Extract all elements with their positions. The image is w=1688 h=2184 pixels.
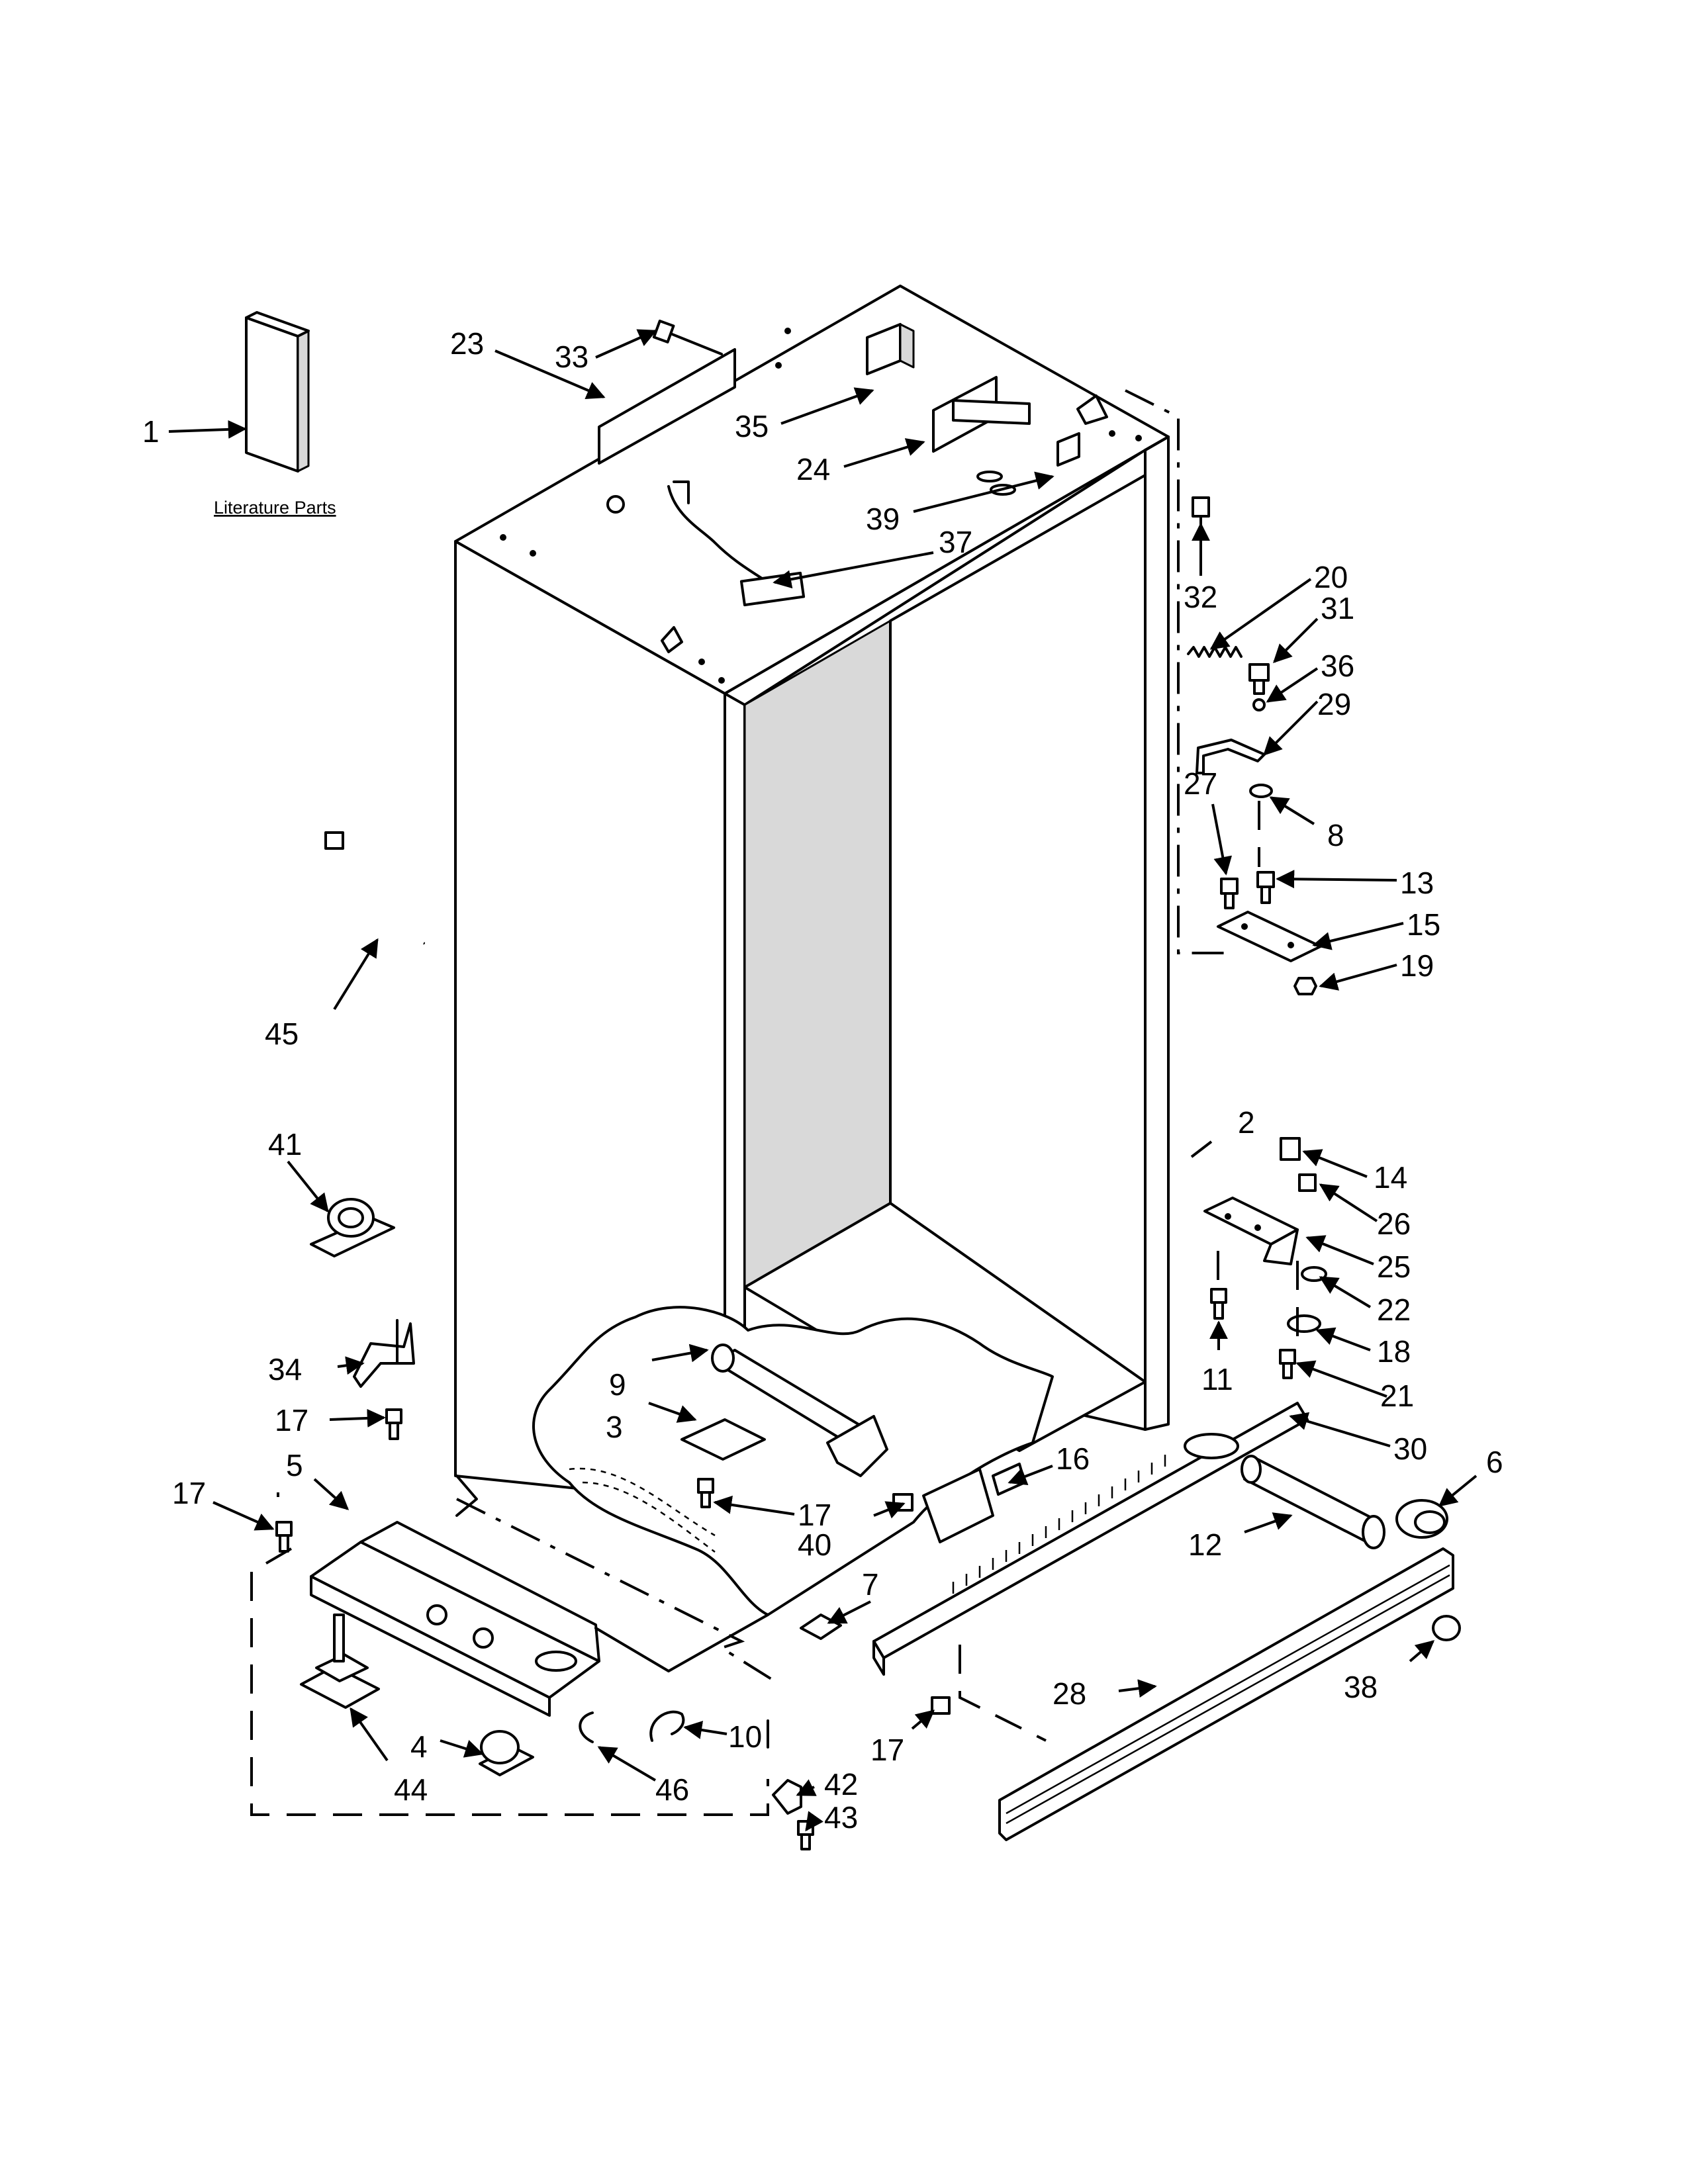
- callout-16: 16: [1056, 1441, 1090, 1476]
- spring-20: [1187, 646, 1243, 658]
- callout-11: 11: [1201, 1362, 1233, 1396]
- hinge-plate-15: [1217, 911, 1322, 962]
- callout-37: 37: [939, 525, 972, 559]
- callout-38: 38: [1344, 1670, 1378, 1704]
- callout-25: 25: [1377, 1250, 1411, 1284]
- base-grille: [998, 1547, 1454, 1841]
- bracket-42: [772, 1779, 802, 1815]
- callout-9: 9: [609, 1367, 626, 1402]
- clamp-41: [310, 1198, 395, 1257]
- callout-42: 42: [824, 1767, 858, 1801]
- pin-14: [1280, 1137, 1301, 1161]
- screw-17-center: [697, 1478, 714, 1508]
- callout-12: 12: [1188, 1527, 1222, 1562]
- callout-17a: 17: [172, 1476, 206, 1510]
- nut-8: [1249, 784, 1273, 798]
- callout-41: 41: [268, 1127, 302, 1161]
- callout-23: 23: [450, 326, 484, 361]
- bracket-34: [353, 1319, 415, 1388]
- callout-19: 19: [1400, 948, 1434, 983]
- callout-4: 4: [410, 1729, 428, 1764]
- callout-34: 34: [268, 1352, 302, 1387]
- callout-7: 7: [862, 1567, 879, 1602]
- bolt-31: [1248, 663, 1270, 695]
- screw-11: [1210, 1288, 1227, 1320]
- callout-8: 8: [1327, 818, 1344, 852]
- lower-hinge-bracket: [1203, 1197, 1299, 1265]
- filter-cap: [1395, 1499, 1448, 1539]
- callout-17c: 17: [798, 1498, 831, 1532]
- callout-2: 2: [1238, 1105, 1255, 1140]
- literature-caption: Literature Parts: [214, 498, 336, 518]
- callout-13: 13: [1400, 866, 1434, 900]
- refrigerator-cabinet: [454, 285, 1170, 1505]
- callout-29: 29: [1317, 687, 1351, 721]
- screw-13: [1256, 871, 1275, 904]
- callout-46: 46: [655, 1772, 689, 1807]
- callout-6: 6: [1486, 1445, 1503, 1479]
- callout-28: 28: [1053, 1676, 1086, 1711]
- callout-1: 1: [142, 414, 160, 449]
- clip-10: [649, 1710, 685, 1742]
- screw-21: [1279, 1349, 1296, 1379]
- washer-36: [1252, 698, 1266, 711]
- screw-27: [1220, 878, 1239, 909]
- callout-20: 20: [1314, 560, 1348, 594]
- screw-33: [652, 319, 723, 355]
- callout-18: 18: [1377, 1334, 1411, 1369]
- callout-36: 36: [1321, 649, 1354, 683]
- screw-17-left: [385, 1408, 402, 1440]
- callout-44: 44: [394, 1772, 428, 1807]
- callout-27: 27: [1184, 766, 1217, 801]
- water-filter: [1241, 1455, 1385, 1549]
- grille-knob: [1432, 1615, 1461, 1641]
- screw-32: [1192, 496, 1210, 531]
- callout-32: 32: [1184, 580, 1217, 614]
- callout-10: 10: [728, 1719, 762, 1754]
- nut-19: [1293, 977, 1317, 995]
- callout-5: 5: [286, 1448, 303, 1482]
- callout-39: 39: [866, 502, 900, 536]
- callout-labels: 1 2 3 4 5 6 7 8 9 10 11 12 13 14 15 16 1…: [142, 326, 1503, 1835]
- clip-4: [479, 1730, 534, 1776]
- callout-33: 33: [555, 340, 588, 374]
- bushing-26: [1298, 1173, 1317, 1192]
- water-hose: [324, 831, 426, 948]
- screw-17-lower-right: [931, 1696, 951, 1715]
- callout-24: 24: [796, 452, 830, 486]
- callout-40: 40: [798, 1527, 831, 1562]
- compressor-mount: [300, 1614, 380, 1709]
- callout-26: 26: [1377, 1206, 1411, 1241]
- shim-18: [1287, 1314, 1321, 1333]
- callout-17b: 17: [275, 1403, 308, 1437]
- callout-21: 21: [1380, 1379, 1414, 1413]
- bracket-29: [1196, 739, 1266, 774]
- callout-31: 31: [1321, 591, 1354, 625]
- leader-lines: [168, 329, 1477, 1832]
- callout-30: 30: [1393, 1432, 1427, 1466]
- callout-43: 43: [824, 1800, 858, 1835]
- callout-3: 3: [606, 1410, 623, 1444]
- callout-45: 45: [265, 1017, 299, 1051]
- callout-14: 14: [1374, 1160, 1407, 1195]
- ring-46: [579, 1711, 594, 1743]
- literature-booklet: [245, 311, 310, 473]
- callout-35: 35: [735, 409, 769, 443]
- top-hinge-assembly: [866, 323, 1080, 496]
- callout-15: 15: [1407, 907, 1440, 942]
- callout-17d: 17: [870, 1733, 904, 1767]
- compressor-base-rail: [310, 1521, 600, 1717]
- callout-22: 22: [1377, 1293, 1411, 1327]
- top-bracket: [598, 348, 736, 465]
- machine-compartment-cutaway: [532, 1306, 1054, 1616]
- screw-17-lower-left: [275, 1521, 293, 1553]
